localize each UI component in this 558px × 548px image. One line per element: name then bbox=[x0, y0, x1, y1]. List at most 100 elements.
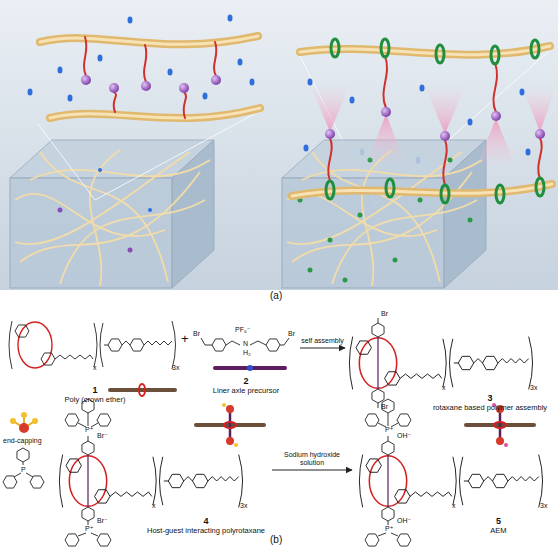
compound-4-structure bbox=[82, 507, 94, 521]
compound-name: Host-guest interacting polyrotaxane bbox=[147, 526, 265, 535]
structure-label: x bbox=[452, 502, 456, 509]
compound-3-structure bbox=[378, 318, 379, 323]
compound-4-structure bbox=[88, 436, 89, 441]
compound-1-structure bbox=[9, 321, 176, 369]
compound-5-structure bbox=[382, 507, 394, 521]
compound-5-structure bbox=[496, 437, 504, 445]
cation-spheres-right bbox=[535, 129, 545, 139]
crown-ether-rings bbox=[436, 45, 444, 63]
structure-label: x bbox=[442, 384, 446, 391]
compound-name: AEM bbox=[490, 526, 506, 535]
structure-label: Br bbox=[381, 403, 388, 410]
crown-ether-rings bbox=[381, 39, 389, 57]
structure-label: Br bbox=[381, 310, 388, 317]
hydroxide-ions bbox=[350, 97, 355, 104]
hydroxide-ions bbox=[203, 93, 208, 100]
compound-5-structure bbox=[387, 455, 388, 507]
membrane-cube-right bbox=[328, 238, 333, 243]
compound-2-structure bbox=[266, 339, 280, 351]
polymer-strands-left bbox=[214, 42, 216, 76]
structure-label: OH⁻ bbox=[397, 432, 411, 439]
compound-5-structure bbox=[359, 455, 542, 508]
panel-label: (a) bbox=[270, 291, 282, 301]
structure-label: H₂ bbox=[243, 349, 251, 356]
end-capping-reagent bbox=[3, 476, 17, 488]
compound-5-structure bbox=[388, 521, 389, 525]
polymer-strands-left bbox=[84, 37, 86, 76]
cation-spheres-left bbox=[179, 83, 189, 93]
membrane-cube-right bbox=[468, 218, 473, 223]
structure-label: x bbox=[152, 502, 156, 509]
compound-3-structure bbox=[377, 337, 378, 389]
end-capping-reagent bbox=[32, 418, 38, 424]
cation-spheres-left bbox=[109, 83, 119, 93]
compound-5-structure bbox=[397, 534, 411, 546]
structure-label: Br⁻ bbox=[97, 432, 108, 439]
polymer-strands-left bbox=[184, 92, 186, 118]
cation-spheres-right bbox=[491, 111, 501, 121]
compound-4-structure bbox=[97, 414, 111, 426]
crown-ether-rings bbox=[326, 181, 334, 199]
compound-5-structure bbox=[388, 436, 389, 441]
structure-label: P⁺ bbox=[385, 525, 393, 532]
hydroxide-ions bbox=[58, 67, 63, 74]
hydroxide-ions bbox=[468, 119, 473, 126]
compound-4-structure bbox=[82, 441, 94, 455]
compound-5-structure bbox=[378, 423, 386, 427]
polymer-strands-left bbox=[50, 108, 260, 118]
ion-channel-cones bbox=[522, 86, 556, 132]
compound-number: 2 bbox=[243, 376, 248, 386]
cation-spheres-left bbox=[81, 75, 91, 85]
membrane-cube-left bbox=[58, 208, 63, 213]
compound-number: 3 bbox=[487, 393, 492, 403]
compound-5-structure bbox=[365, 534, 379, 546]
compound-1-structure bbox=[110, 388, 175, 392]
compound-2-structure bbox=[226, 341, 240, 345]
membrane-cube-right bbox=[448, 158, 453, 163]
compound-4-structure bbox=[97, 534, 111, 546]
polymer-strands-left bbox=[114, 92, 116, 112]
compound-group: 4Host-guest interacting polyrotaxane bbox=[50, 398, 272, 535]
compound-3-structure bbox=[372, 389, 384, 403]
compound-1-structure bbox=[9, 321, 176, 396]
membrane-cube-right bbox=[287, 150, 482, 286]
compound-5-structure bbox=[388, 413, 389, 426]
polymer-strands-left bbox=[40, 36, 258, 44]
compound-name: rotaxane based polymer assembly bbox=[433, 403, 547, 412]
cation-spheres-right bbox=[325, 129, 335, 139]
hydroxide-ions bbox=[238, 59, 243, 66]
membrane-cube-right bbox=[358, 213, 363, 218]
compound-5-structure bbox=[365, 414, 379, 426]
end-capping-reagent bbox=[23, 462, 24, 465]
compound-4-structure bbox=[59, 399, 264, 546]
structure-label: P⁺ bbox=[85, 525, 93, 532]
ion-channel-cones bbox=[366, 114, 406, 165]
compound-4-structure bbox=[59, 455, 242, 508]
compound-2-structure bbox=[250, 341, 266, 345]
ion-channel-cones bbox=[310, 84, 556, 168]
compound-5-structure bbox=[391, 533, 398, 536]
compound-group: 3rotaxane based polymer assembly bbox=[345, 312, 555, 412]
end-capping-reagent bbox=[19, 423, 29, 433]
polyrotaxane-strands-right bbox=[493, 63, 497, 112]
compound-5-structure bbox=[359, 399, 542, 546]
end-capping-reagent bbox=[26, 473, 33, 477]
reaction-arrow bbox=[300, 348, 345, 349]
compound-5-structure bbox=[499, 410, 502, 440]
crown-ether-rings bbox=[496, 185, 504, 203]
compound-number: 1 bbox=[92, 385, 97, 395]
compound-2-structure bbox=[247, 365, 253, 371]
end-capping-reagent bbox=[10, 418, 16, 424]
structure-label: P⁺ bbox=[385, 426, 393, 433]
end-capping-reagent bbox=[14, 473, 21, 477]
compound-5-structure bbox=[397, 414, 411, 426]
compound-3-structure bbox=[349, 318, 532, 408]
structure-label: Br bbox=[193, 330, 200, 337]
compound-3-structure bbox=[349, 337, 532, 390]
structure-label: OH⁻ bbox=[397, 517, 411, 524]
end-capping-reagent bbox=[3, 448, 44, 488]
structure-label: P⁺ bbox=[85, 426, 93, 433]
compound-1-structure bbox=[139, 384, 145, 396]
membrane-cube-right bbox=[393, 258, 398, 263]
